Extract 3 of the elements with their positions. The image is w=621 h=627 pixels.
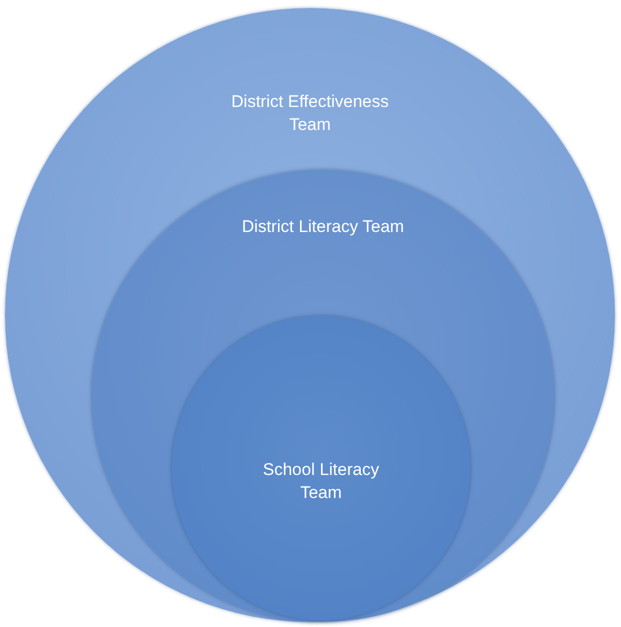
team-label: District Literacy Team bbox=[240, 216, 406, 238]
team-label: School Literacy Team bbox=[262, 459, 380, 504]
team-label: District Effectiveness Team bbox=[230, 91, 390, 136]
